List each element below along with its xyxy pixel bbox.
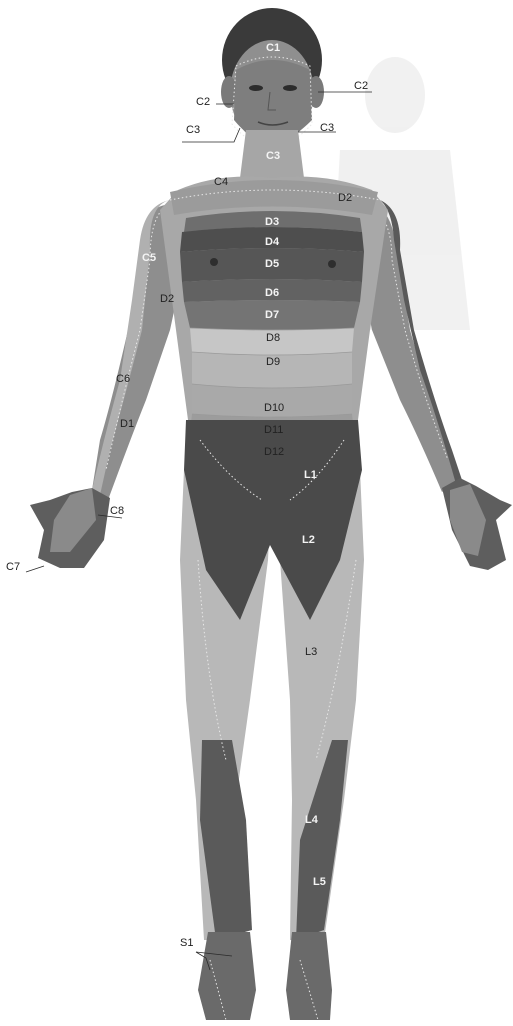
left-foot: [198, 932, 256, 1020]
label-c1: C1: [266, 42, 280, 54]
right-foot: [286, 932, 332, 1020]
label-d10: D10: [264, 402, 284, 414]
label-c3-left: C3: [186, 124, 200, 136]
head: [221, 8, 324, 146]
label-c8: C8: [110, 505, 124, 517]
label-d2-shoulder: D2: [338, 192, 352, 204]
label-d1: D1: [120, 418, 134, 430]
label-l1: L1: [304, 469, 317, 481]
label-d9: D9: [266, 356, 280, 368]
label-d5: D5: [265, 258, 279, 270]
label-d3: D3: [265, 216, 279, 228]
label-d12: D12: [264, 446, 284, 458]
label-d11: D11: [264, 424, 283, 436]
label-c3-right: C3: [320, 122, 334, 134]
right-hand: [442, 478, 512, 570]
label-d6: D6: [265, 287, 279, 299]
label-c2-left: C2: [196, 96, 210, 108]
label-c3-neck: C3: [266, 150, 280, 162]
label-l3: L3: [305, 646, 317, 658]
label-l5: L5: [313, 876, 326, 888]
left-hand: [30, 488, 110, 568]
label-d4: D4: [265, 236, 280, 248]
label-c5: C5: [142, 252, 156, 264]
label-s1: S1: [180, 937, 193, 949]
label-c2-right: C2: [354, 80, 368, 92]
label-c7: C7: [6, 561, 20, 573]
label-c4: C4: [214, 176, 228, 188]
label-l2: L2: [302, 534, 315, 546]
label-d8: D8: [266, 332, 280, 344]
label-c6: C6: [116, 373, 130, 385]
label-l4: L4: [305, 814, 319, 826]
label-d2-arm: D2: [160, 293, 174, 305]
label-d7: D7: [265, 309, 279, 321]
